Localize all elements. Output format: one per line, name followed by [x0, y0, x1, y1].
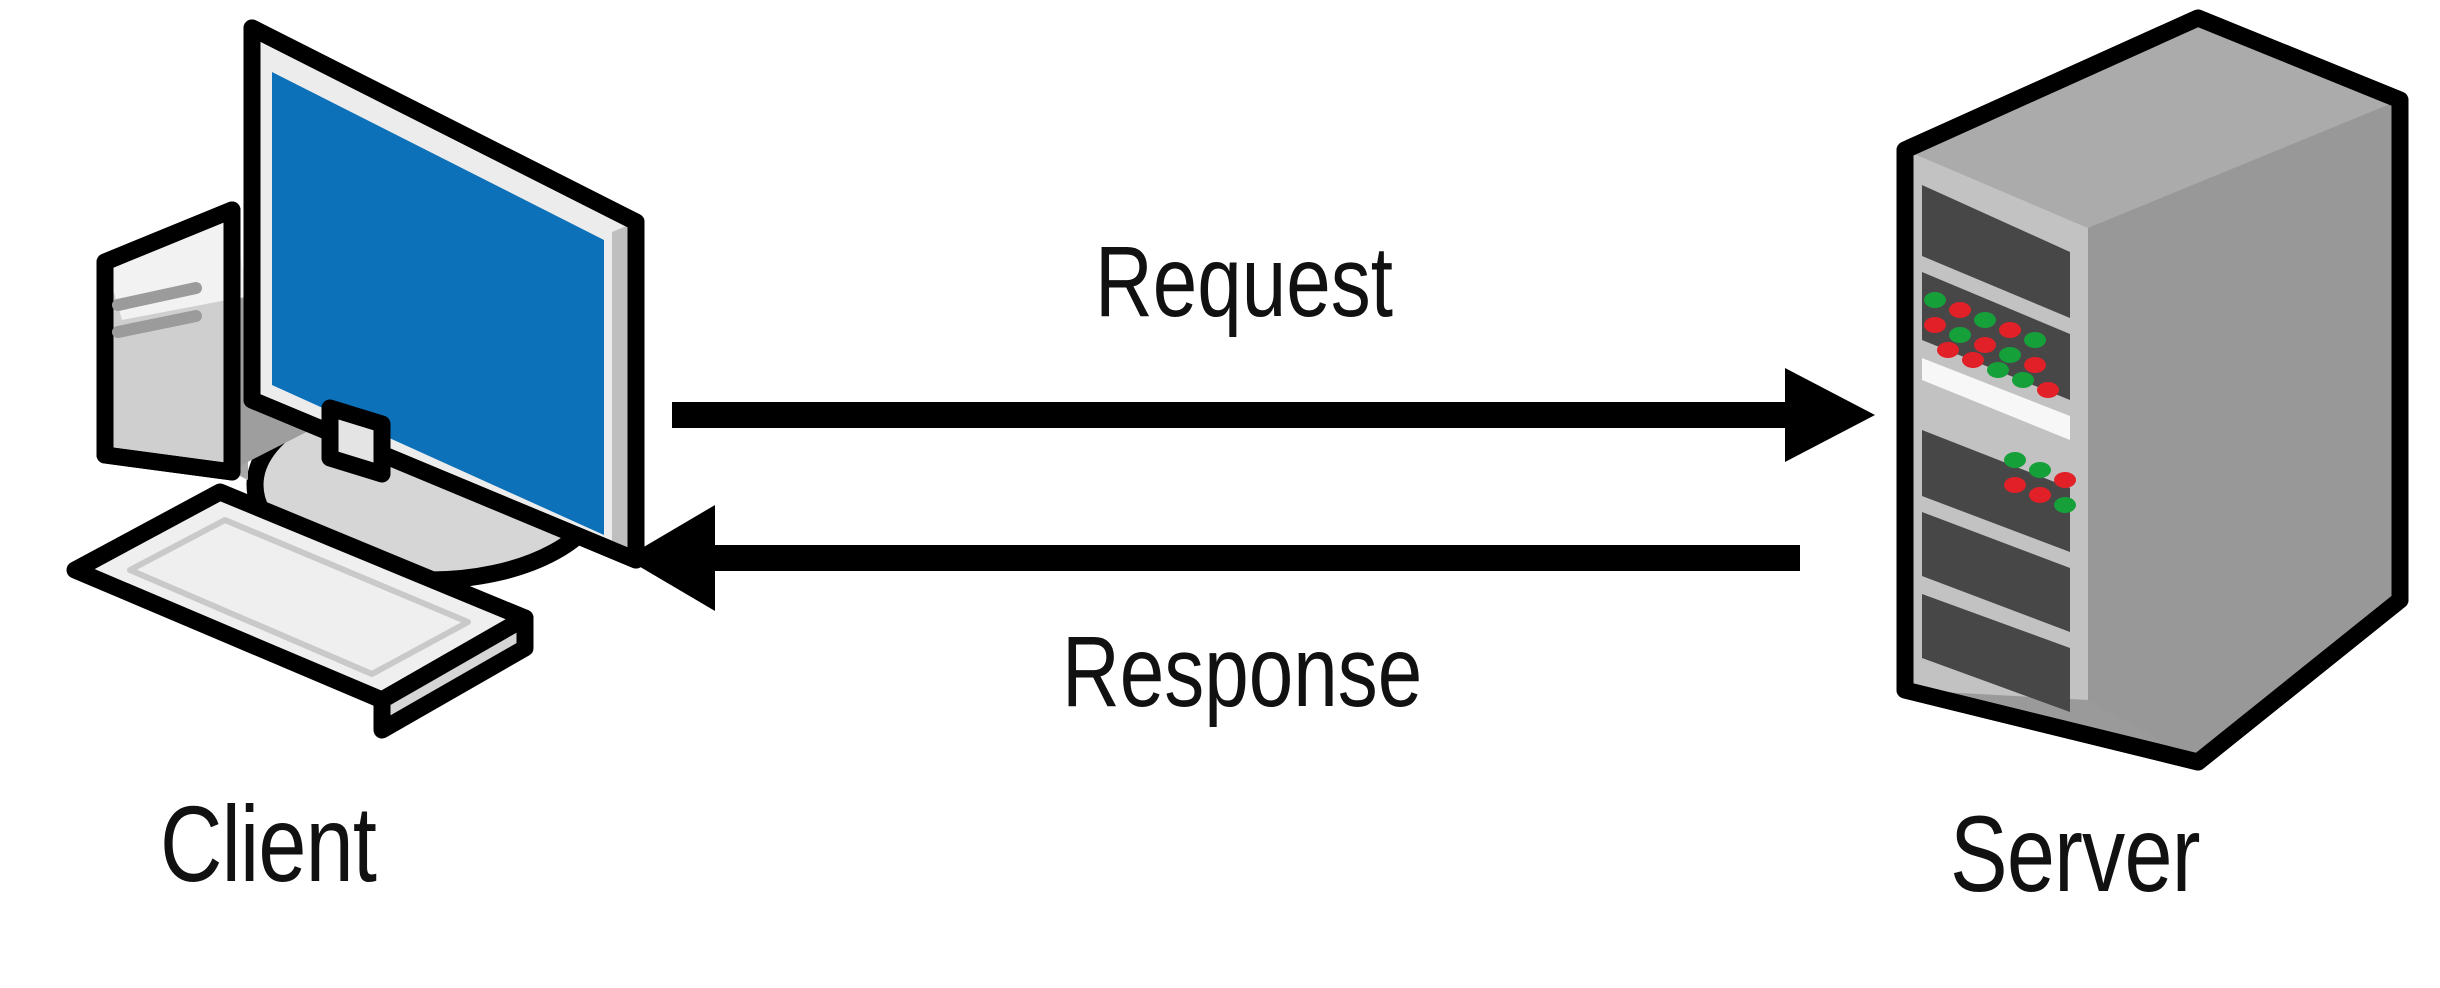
client-label: Client — [160, 783, 377, 904]
response-label: Response — [1062, 616, 1423, 728]
server-led-cluster-lower — [2004, 452, 2076, 513]
arrow-right-icon — [672, 368, 1875, 462]
arrow-left-icon — [625, 505, 1800, 611]
server-tower-icon — [1896, 9, 2409, 771]
client-node[interactable] — [0, 0, 700, 760]
desktop-computer-icon — [66, 19, 645, 739]
flow-arrows-group — [600, 150, 1900, 750]
server-led-cluster-upper — [1924, 292, 2059, 398]
server-label: Server — [1950, 793, 2200, 914]
server-node[interactable] — [1880, 0, 2440, 780]
request-label: Request — [1095, 226, 1393, 338]
